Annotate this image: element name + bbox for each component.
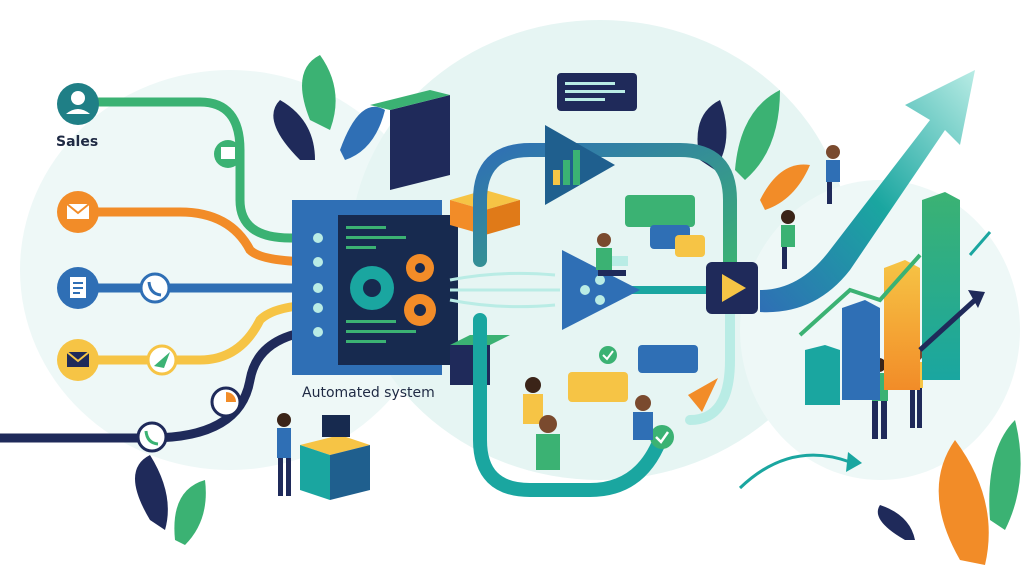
user-icon [57,83,99,125]
speech-bubbles [557,73,705,402]
paper-plane-icon [146,344,178,376]
gear-icon-2 [406,254,434,282]
sales-label: Sales [56,134,99,150]
person-desk [277,413,370,500]
person-climbing-2 [781,210,795,269]
person-sitting-3 [633,395,653,440]
growth-arrow-icon [760,70,975,313]
bar-chart-decoration [798,192,992,405]
machine-ports [313,233,323,337]
flow-arrows [449,271,560,309]
leaf-decoration [135,55,1021,565]
phone-icon-2 [136,421,168,453]
envelope-icon [57,339,99,381]
person-laptop [596,233,628,276]
paper-plane-icon-2 [688,378,718,412]
gear-icon [350,266,394,310]
chat-icon [214,140,242,168]
background-blobs [20,20,1020,480]
checkmark-icon-2 [650,425,674,449]
curved-arrow [738,452,862,490]
network-node [562,250,640,330]
checkmark-icon [599,346,617,364]
automation-machine [292,90,458,375]
system-label: Automated system [302,385,435,401]
document-icon [57,267,99,309]
chart-icon [545,125,615,205]
pie-icon [210,386,242,418]
play-icon [706,262,758,314]
code-lines [346,226,416,343]
person-sitting-2 [536,415,560,470]
gear-icon-3 [404,294,436,326]
phone-icon [139,272,171,304]
person-sitting-1 [523,377,543,424]
person-climbing-1 [826,145,840,204]
email-icon [57,191,99,233]
